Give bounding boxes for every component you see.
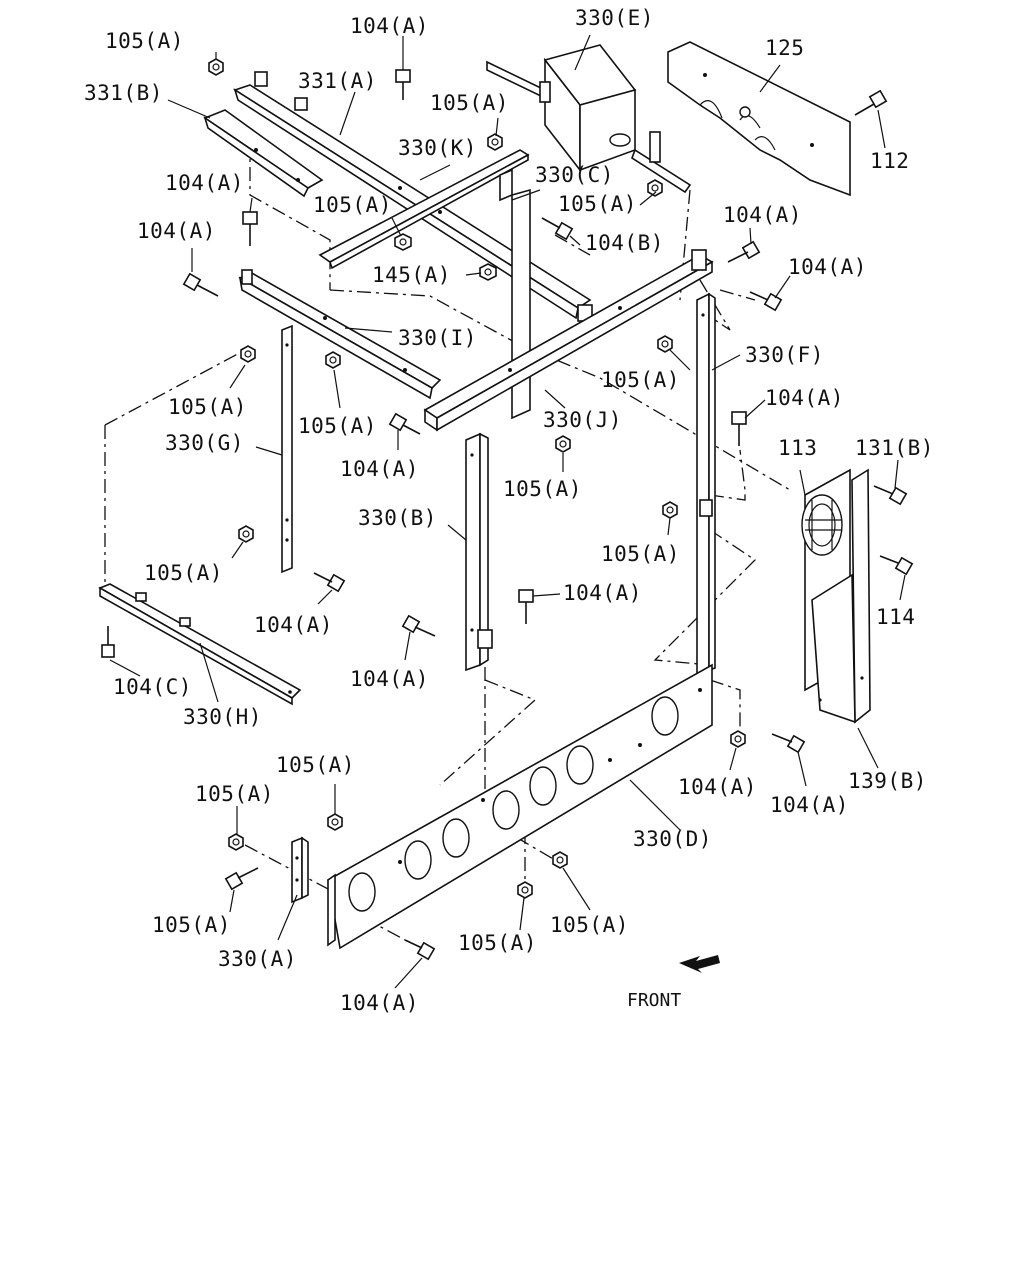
label-l44: 104(A): [770, 793, 849, 817]
front-label: FRONT: [627, 990, 681, 1011]
upright-330f: [696, 292, 716, 678]
label-l41: 105(A): [195, 782, 274, 806]
cover-plate-125: [667, 41, 851, 197]
part-labels: 105(A) 104(A) 330(E) 125 331(B) 331(A) 1…: [84, 6, 934, 1015]
label-l37: 104(A): [350, 667, 429, 691]
label-l49: 330(A): [218, 947, 297, 971]
label-l36: 104(A): [254, 613, 333, 637]
bracket-330a: [291, 836, 309, 904]
label-l39: 330(H): [183, 705, 262, 729]
label-l19: 330(I): [398, 326, 477, 350]
label-l5: 331(B): [84, 81, 163, 105]
bar-330j: [423, 249, 714, 432]
label-l27: 104(A): [340, 457, 419, 481]
label-l16: 104(B): [585, 231, 664, 255]
label-l33: 105(A): [144, 561, 223, 585]
label-l12: 105(A): [313, 193, 392, 217]
label-l25: 104(A): [765, 386, 844, 410]
bracket-330e: [486, 44, 692, 194]
label-l43: 139(B): [848, 769, 927, 793]
label-l32: 105(A): [601, 542, 680, 566]
label-l48: 105(A): [458, 931, 537, 955]
label-l18: 104(A): [788, 255, 867, 279]
label-l21: 105(A): [601, 368, 680, 392]
label-l1: 105(A): [105, 29, 184, 53]
label-l13: 105(A): [558, 192, 637, 216]
bar-330i: [238, 269, 442, 400]
label-l6: 331(A): [298, 69, 377, 93]
label-l20: 330(F): [745, 343, 824, 367]
label-l47: 105(A): [550, 913, 629, 937]
bar-330k: [318, 149, 530, 270]
label-l11: 330(C): [535, 163, 614, 187]
label-l3: 330(E): [575, 6, 654, 30]
label-l34: 104(A): [563, 581, 642, 605]
bolts: [101, 69, 914, 961]
label-l24: 330(J): [543, 408, 622, 432]
label-l2: 104(A): [350, 14, 429, 38]
label-l40: 105(A): [276, 753, 355, 777]
upright-330b: [465, 432, 493, 672]
front-arrow-icon: [679, 955, 720, 973]
label-l4: 125: [765, 36, 804, 60]
bar-331a: [233, 71, 593, 322]
label-l29: 131(B): [855, 436, 934, 460]
label-l15: 104(A): [137, 219, 216, 243]
label-l26: 330(G): [165, 431, 244, 455]
leader-lines: [109, 34, 906, 989]
label-l35: 114: [876, 605, 915, 629]
label-l28: 113: [778, 436, 817, 460]
label-l42: 104(A): [678, 775, 757, 799]
panel-139b: [811, 468, 871, 724]
plate-330h: [98, 583, 302, 706]
label-l23: 105(A): [298, 414, 377, 438]
label-l14: 104(A): [723, 203, 802, 227]
label-l50: 104(A): [340, 991, 419, 1015]
upright-330g: [281, 324, 293, 574]
label-l46: 105(A): [152, 913, 231, 937]
label-l30: 105(A): [503, 477, 582, 501]
label-l9: 112: [870, 149, 909, 173]
bracket-331b: [203, 109, 324, 198]
label-l38: 104(C): [113, 675, 192, 699]
label-l8: 330(K): [398, 136, 477, 160]
label-l7: 105(A): [430, 91, 509, 115]
nuts: [208, 58, 746, 899]
label-l10: 104(A): [165, 171, 244, 195]
front-plate-330d: [327, 663, 713, 950]
label-l17: 145(A): [372, 263, 451, 287]
label-l45: 330(D): [633, 827, 712, 851]
label-l31: 330(B): [358, 506, 437, 530]
label-l22: 105(A): [168, 395, 247, 419]
